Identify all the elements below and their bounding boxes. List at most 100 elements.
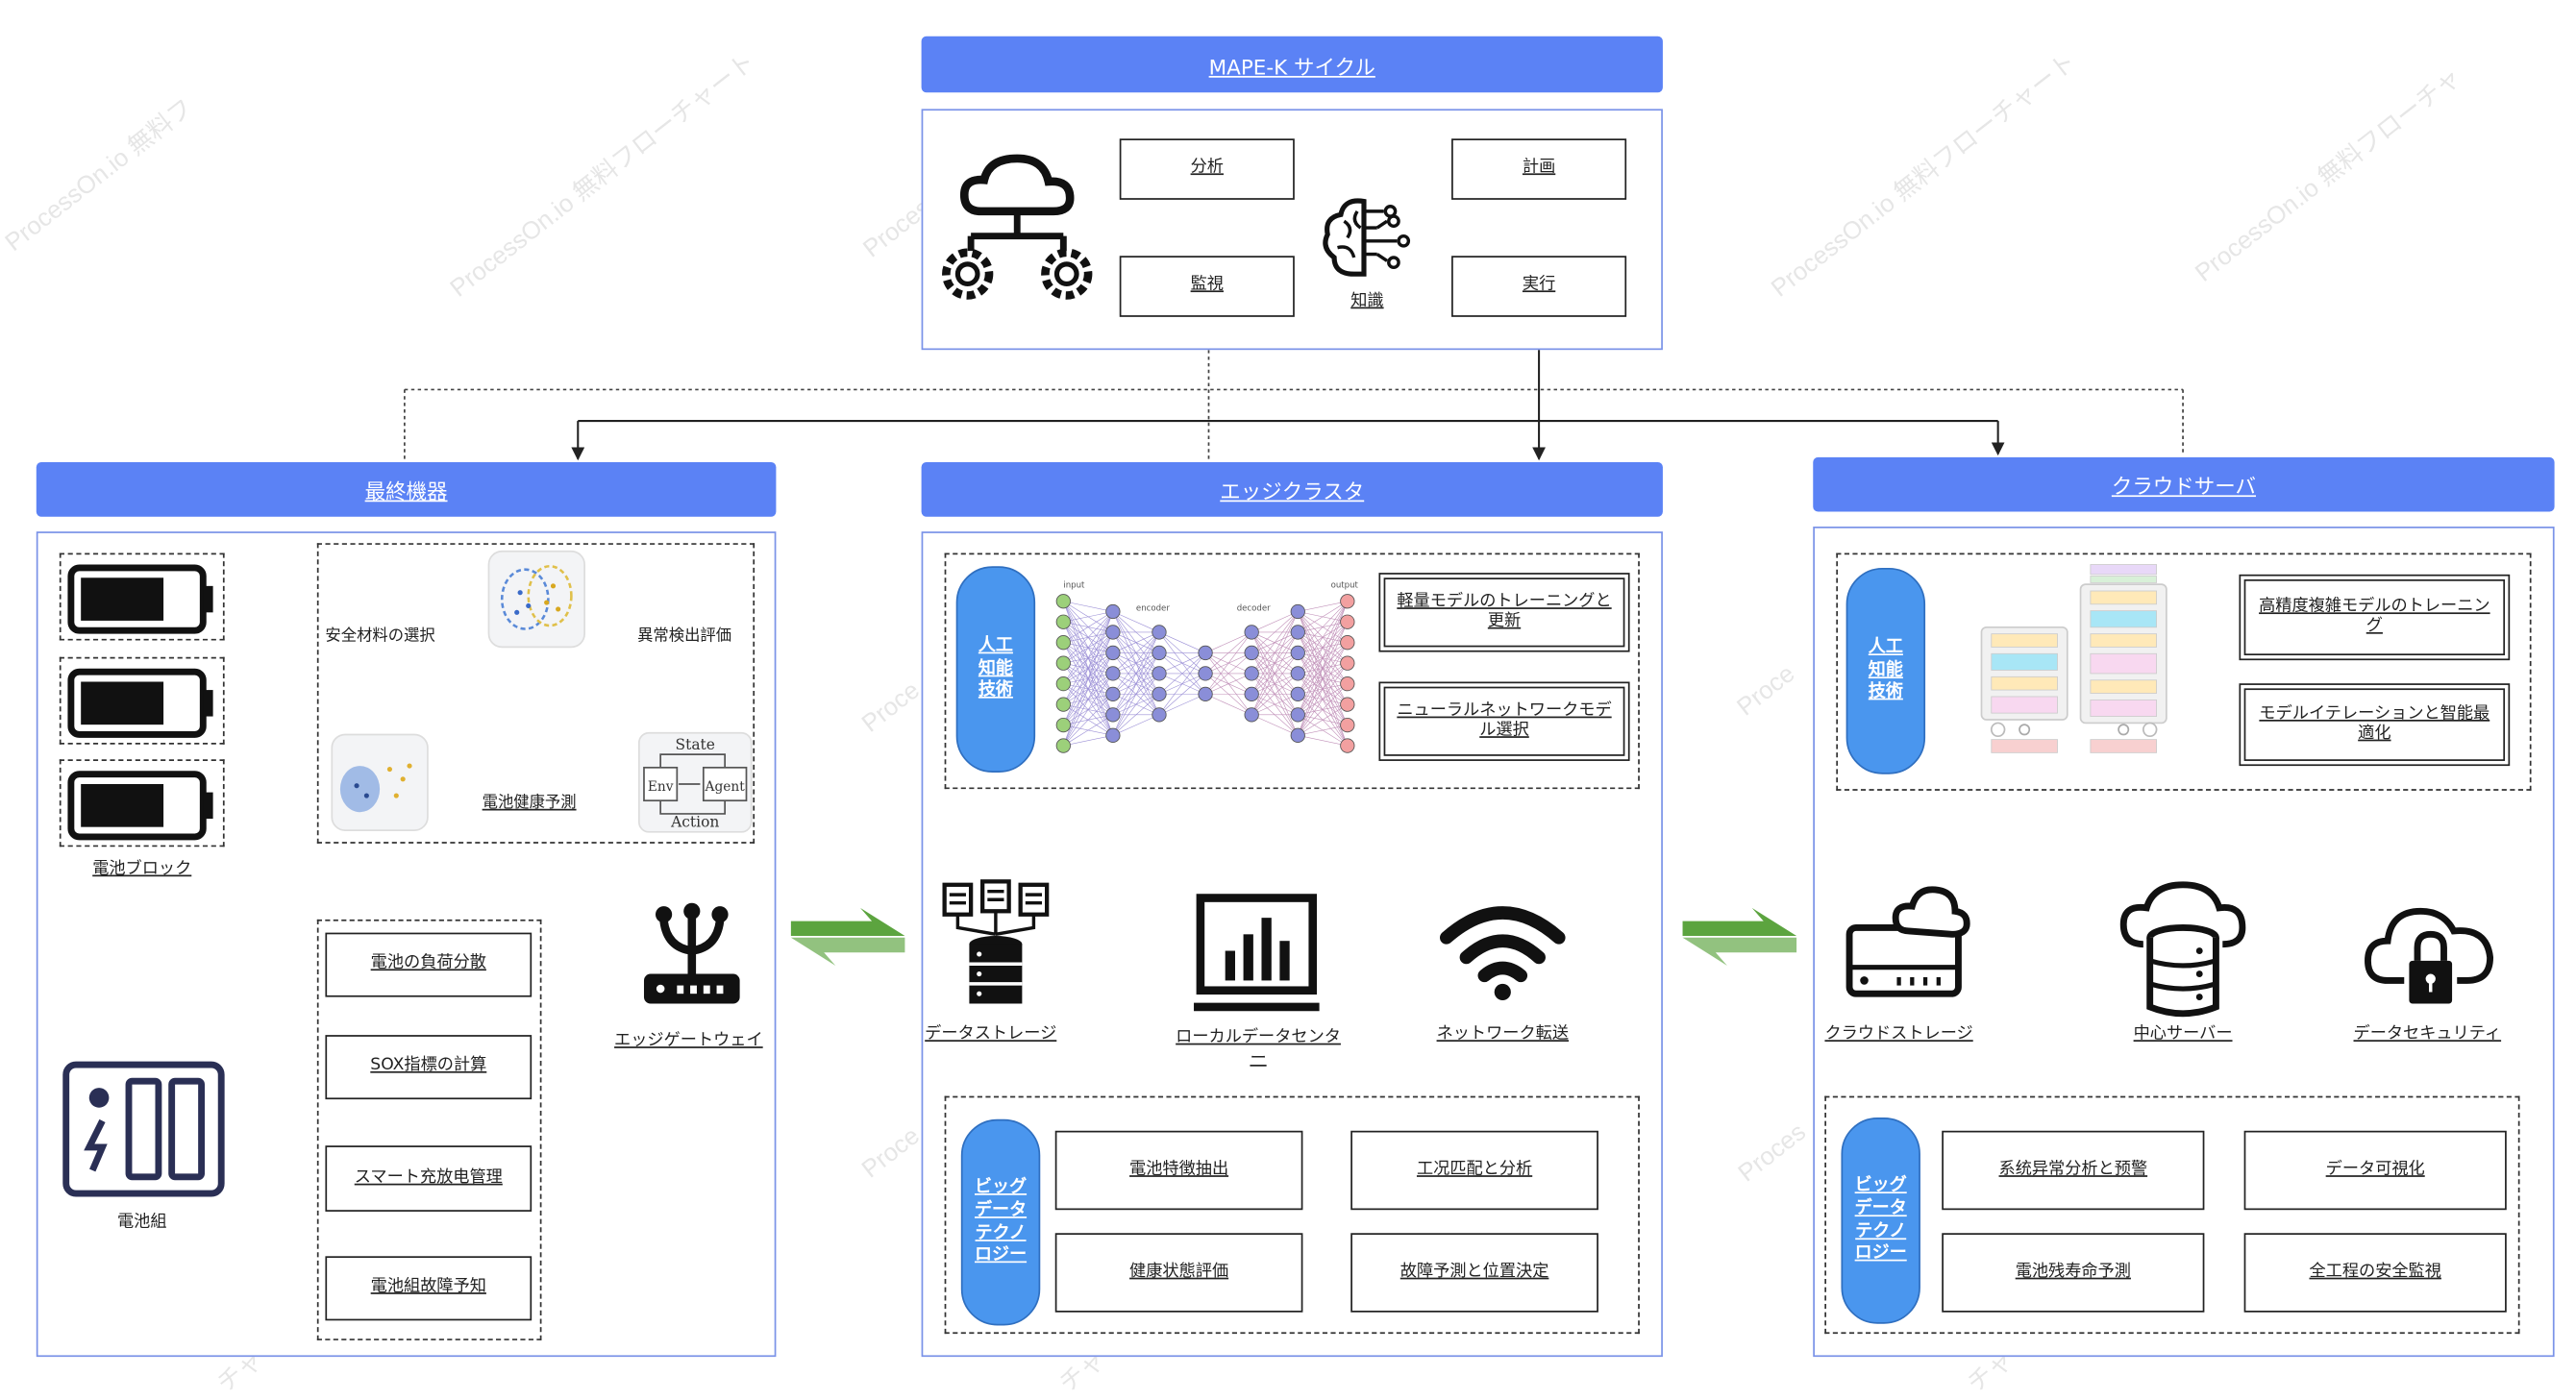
step-smart-charge: スマート充放电管理 — [325, 1145, 533, 1212]
nn-edge — [1112, 714, 1160, 736]
nn-edge — [1112, 673, 1160, 736]
nn-node — [1055, 717, 1071, 733]
nn-node — [1105, 666, 1121, 681]
central-server-icon — [2119, 881, 2246, 1018]
nn-node — [1055, 738, 1071, 753]
edge-header: エッジクラスタ — [921, 462, 1663, 517]
nn-edge — [1204, 631, 1252, 695]
transformer-diagram — [1980, 564, 2167, 753]
cloud-storage-label: クラウドストレージ — [1824, 1024, 1973, 1044]
system-anomaly-box: 系统异常分析と预警 — [1942, 1130, 2205, 1211]
battery-feature-box: 電池特徴抽出 — [1054, 1130, 1303, 1211]
nn-node — [1152, 645, 1167, 661]
mape-monitor-box: 監視 — [1119, 256, 1295, 317]
nn-edge — [1158, 652, 1206, 695]
battery-block-label: 電池ブロック — [92, 860, 192, 878]
nn-node — [1105, 727, 1121, 743]
nn-edge — [1063, 694, 1114, 747]
nn-node — [1244, 625, 1259, 640]
nn-edge — [1063, 652, 1114, 747]
nn-node — [1055, 614, 1071, 629]
mape-knowledge-label: 知識 — [1350, 292, 1384, 310]
rl-state-label: State — [676, 736, 715, 753]
remaining-life-box: 電池残寿命予測 — [1942, 1233, 2205, 1313]
nn-edge — [1298, 683, 1349, 736]
nn-node — [1105, 645, 1121, 661]
nn-node — [1055, 635, 1071, 651]
nn-edge — [1298, 735, 1348, 747]
nn-node — [1340, 635, 1355, 651]
nn-edge — [1112, 694, 1160, 736]
nn-edge — [1298, 601, 1349, 675]
nn-edge — [1251, 611, 1299, 653]
safe-material-label: 安全材料の選択 — [325, 626, 435, 646]
nn-edge — [1298, 601, 1348, 612]
nn-node — [1152, 686, 1167, 702]
autoencoder-diagram: input encoder decoder output — [1055, 581, 1359, 753]
nn-edge — [1298, 642, 1349, 736]
battery-icon — [67, 771, 213, 841]
nn-node — [1105, 603, 1121, 620]
nn-edge — [1298, 601, 1349, 695]
nn-edge — [1298, 601, 1349, 653]
nn-node — [1105, 686, 1121, 702]
nn-edge — [1063, 631, 1114, 747]
nn-edge — [1112, 631, 1160, 736]
health-pred-label: 電池健康予測 — [482, 794, 577, 813]
nn-edge — [1158, 673, 1206, 716]
rl-agent-label: Agent — [705, 779, 746, 795]
network-transfer-label: ネットワーク転送 — [1436, 1024, 1570, 1044]
nn-node — [1290, 625, 1305, 640]
nn-edge — [1204, 631, 1252, 653]
brain-circuit-icon — [1323, 198, 1411, 277]
nn-edge — [1251, 611, 1299, 675]
local-datacenter-label: ローカルデータセンター — [1176, 1028, 1341, 1068]
data-storage-icon — [942, 879, 1050, 1004]
nn-node — [1055, 697, 1071, 712]
nn-node — [1340, 717, 1355, 733]
edge-ai-pill: 人工 知能 技術 — [955, 566, 1036, 773]
nn-encoder-label: encoder — [1136, 604, 1170, 614]
cloud-ai-group — [1836, 553, 2532, 791]
nn-edge — [1251, 652, 1299, 716]
nn-node — [1290, 686, 1305, 702]
nn-edge — [1204, 694, 1252, 716]
nn-edge — [1204, 652, 1252, 695]
nn-edge — [1158, 652, 1206, 716]
nn-node — [1290, 645, 1305, 661]
wifi-icon — [1440, 906, 1566, 1001]
nn-node — [1198, 645, 1213, 661]
exchange-arrow-right — [1682, 907, 1797, 966]
nn-edge — [1297, 622, 1349, 736]
nn-node — [1152, 707, 1167, 723]
nn-edge — [1251, 631, 1299, 715]
nn-input-label: input — [1063, 581, 1085, 591]
nn-edge — [1298, 662, 1349, 736]
nn-edge — [1063, 611, 1114, 643]
nn-edge — [1158, 694, 1206, 716]
battery-pack-icon — [62, 1061, 225, 1197]
nn-edge — [1158, 652, 1206, 675]
nn-edge — [1063, 673, 1114, 747]
edge-ai-group — [944, 553, 1640, 790]
battery-pack-label: 電池組 — [116, 1213, 167, 1232]
edge-bigdata-group — [944, 1095, 1640, 1335]
nn-edge — [1063, 601, 1113, 612]
nn-edge — [1063, 611, 1114, 664]
nn-decoder-label: decoder — [1237, 604, 1271, 614]
nn-node — [1290, 727, 1305, 743]
nn-edge — [1298, 725, 1348, 736]
nn-edge — [1112, 611, 1160, 633]
material-cycle-group — [316, 543, 755, 844]
safety-monitor-box: 全工程の安全監視 — [2243, 1233, 2507, 1313]
nn-edge — [1112, 631, 1160, 715]
nn-edge — [1298, 601, 1348, 633]
nn-edge — [1063, 714, 1114, 747]
step-sox-calc: SOX指標の計算 — [325, 1035, 533, 1100]
nn-edge — [1251, 673, 1299, 716]
nn-node — [1105, 707, 1121, 723]
nn-node — [1055, 675, 1071, 692]
mape-header: MAPE-K サイクル — [921, 36, 1663, 93]
nn-node — [1055, 655, 1071, 671]
nn-node — [1152, 625, 1167, 640]
